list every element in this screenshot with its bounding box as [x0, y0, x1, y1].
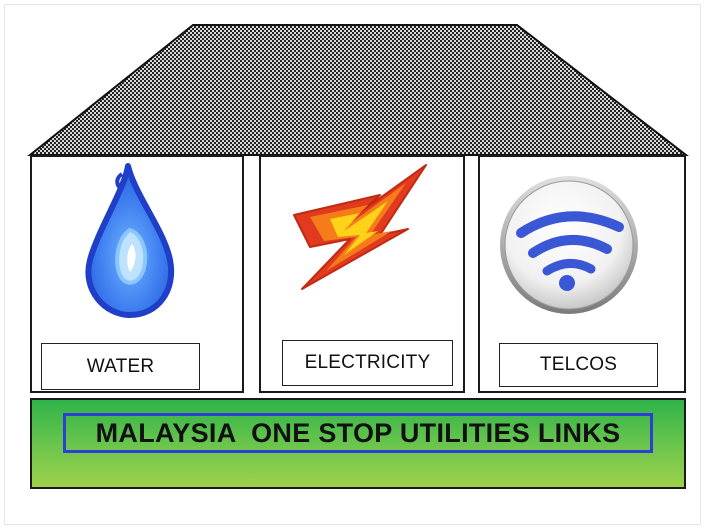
lightning-bolt-icon — [293, 164, 427, 290]
diagram-frame — [4, 4, 701, 525]
water-label[interactable]: WATER — [41, 343, 200, 390]
electricity-label[interactable]: ELECTRICITY — [282, 340, 453, 386]
banner-title: MALAYSIA ONE STOP UTILITIES LINKS — [63, 413, 653, 453]
house-roof — [27, 24, 689, 156]
telcos-label[interactable]: TELCOS — [499, 343, 658, 387]
wifi-icon — [500, 176, 638, 314]
water-drop-icon — [85, 163, 175, 318]
